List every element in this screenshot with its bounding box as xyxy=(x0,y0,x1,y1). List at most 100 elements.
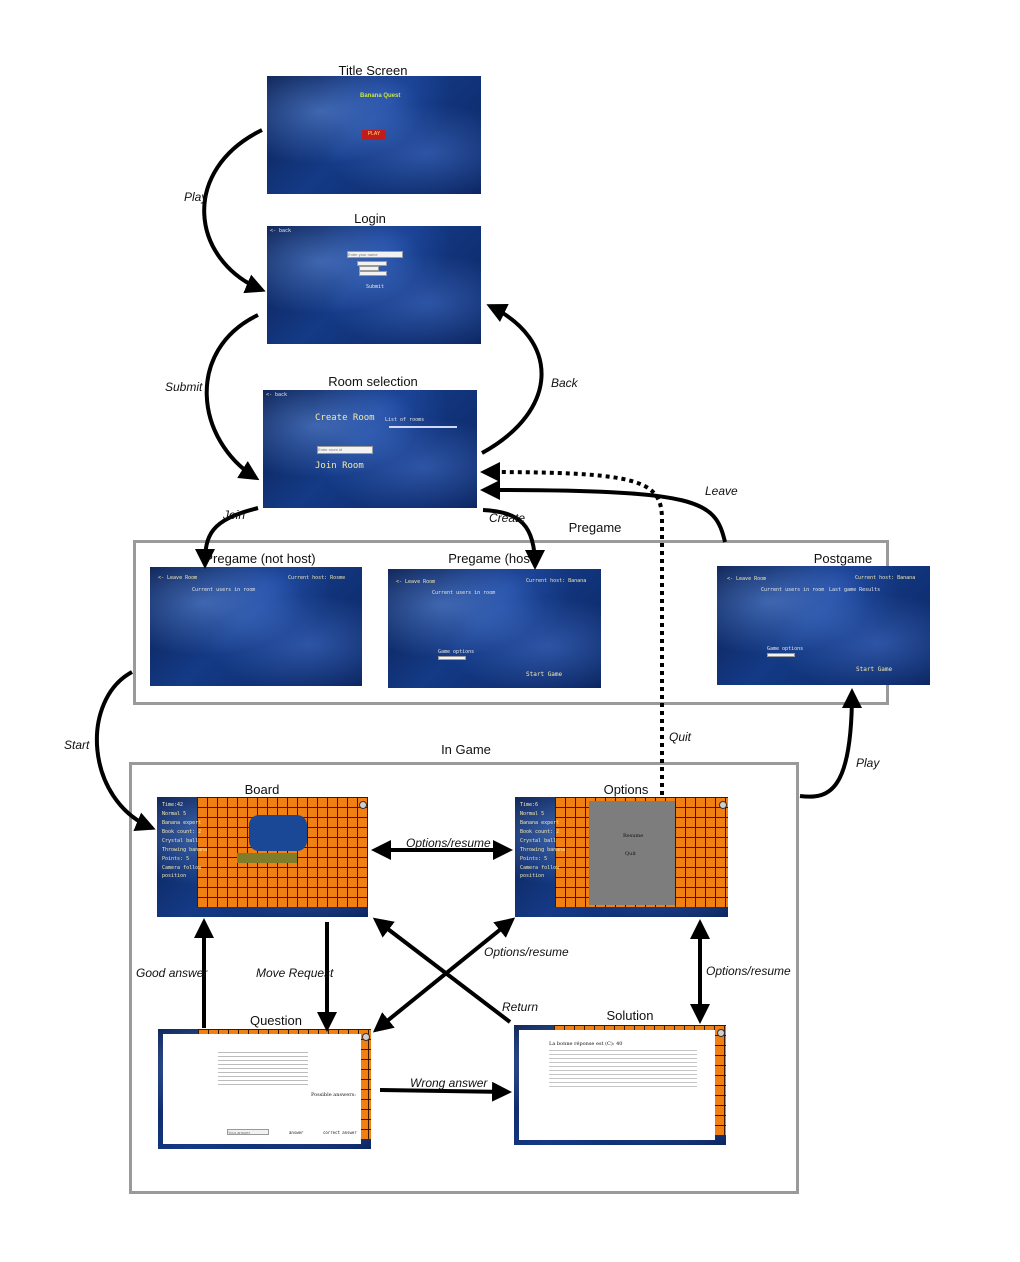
last-game-results-title: Last game Results xyxy=(829,587,881,593)
room-back-link[interactable]: <- back xyxy=(266,392,288,398)
leave-room-link[interactable]: <- Leave Room xyxy=(158,575,198,581)
edge-label-back: Back xyxy=(551,376,578,390)
board-screen: Time:42 Normal 5 Banana expert Book coun… xyxy=(157,797,368,917)
arrow-play-to-postgame xyxy=(799,688,862,799)
edge-label-leave: Leave xyxy=(705,484,738,498)
question-screen: Possible answers: Your answer answer cor… xyxy=(158,1029,371,1149)
book-count: Book count: 2 xyxy=(520,829,560,835)
solution-screen: La bonne réponse est (C): 40 xyxy=(514,1025,726,1145)
banana-expert-count: Banana expert xyxy=(162,820,202,826)
edge-label-create: Create xyxy=(489,511,526,525)
quit-button[interactable]: Quit xyxy=(625,851,636,857)
arrow-back xyxy=(481,304,544,455)
edge-label-join: Join xyxy=(223,508,246,522)
list-of-rooms-title: List of rooms xyxy=(385,417,425,423)
start-game-button[interactable]: Start Game xyxy=(526,671,563,678)
possible-answers-title: Possible answers: xyxy=(311,1092,356,1098)
camera-follow-toggle[interactable]: Camera follow xyxy=(520,865,560,871)
join-room-button[interactable]: Join Room xyxy=(315,461,364,471)
normal-count: Normal 5 xyxy=(520,811,545,817)
solution-headline: La bonne réponse est (C): 40 xyxy=(549,1041,623,1047)
in-game-group-label: In Game xyxy=(441,742,491,757)
answer-button[interactable]: answer xyxy=(289,1130,304,1135)
leave-room-link[interactable]: <- Leave Room xyxy=(727,576,767,582)
options-dialog: Resume Quit xyxy=(589,801,675,905)
title-screen: Banana Quest PLAY xyxy=(267,76,481,194)
edge-label-options-resume-cross: Options/resume xyxy=(484,945,569,959)
name-input[interactable]: Enter your name xyxy=(347,251,403,258)
create-room-button[interactable]: Create Room xyxy=(315,413,375,423)
login-field-3[interactable] xyxy=(359,266,379,271)
correct-answer-button[interactable]: correct answer xyxy=(323,1130,357,1135)
leave-room-link[interactable]: <- Leave Room xyxy=(396,579,436,585)
submit-button[interactable]: Submit xyxy=(366,284,385,290)
pregame-host-label: Pregame (host) xyxy=(448,551,538,566)
room-id-input[interactable]: Enter room id xyxy=(317,446,373,454)
time-readout: Time:6 xyxy=(520,802,539,808)
room-list-entry[interactable] xyxy=(389,426,457,428)
arrow-create xyxy=(482,508,545,570)
question-label: Question xyxy=(249,1013,303,1028)
arrow-submit xyxy=(204,313,260,481)
edge-label-play: Play xyxy=(184,190,208,204)
settings-gear-icon[interactable] xyxy=(717,1029,725,1037)
edge-label-quit: Quit xyxy=(669,730,692,744)
position-readout: position xyxy=(162,873,187,879)
edge-label-wrong-answer: Wrong answer xyxy=(410,1076,488,1090)
room-selection-screen: <- back Create Room List of rooms Enter … xyxy=(263,390,477,508)
game-options-slider[interactable] xyxy=(438,656,466,660)
edge-label-submit: Submit xyxy=(165,380,203,394)
board-path xyxy=(237,853,297,863)
edge-label-start: Start xyxy=(64,738,90,752)
settings-gear-icon[interactable] xyxy=(719,801,727,809)
game-options-slider[interactable] xyxy=(767,653,795,657)
position-readout: position xyxy=(520,873,545,879)
options-screen: Time:6 Normal 5 Banana expert Book count… xyxy=(515,797,728,917)
game-options-title: Game options xyxy=(767,646,804,652)
in-game-group xyxy=(129,762,799,1194)
camera-follow-toggle[interactable]: Camera follow xyxy=(162,865,202,871)
login-back-link[interactable]: <- back xyxy=(270,228,292,234)
arrow-wrong-answer xyxy=(379,1081,512,1102)
resume-button[interactable]: Resume xyxy=(623,833,644,839)
pregame-not-host-screen: <- Leave Room Current host: Rosme Curren… xyxy=(150,567,362,686)
current-users-title: Current users in room xyxy=(432,590,496,596)
settings-gear-icon[interactable] xyxy=(359,801,367,809)
your-answer-input[interactable]: Your answer xyxy=(227,1129,269,1135)
crystal-ball-count: Crystal ball xyxy=(162,838,199,844)
title-screen-label: Title Screen xyxy=(338,63,408,78)
room-selection-label: Room selection xyxy=(328,374,418,389)
solution-label: Solution xyxy=(606,1008,654,1023)
start-game-button[interactable]: Start Game xyxy=(856,666,893,673)
login-label: Login xyxy=(354,211,386,226)
edge-label-good-answer: Good answer xyxy=(136,966,208,980)
arrow-options-resume-cross xyxy=(372,917,516,1033)
login-field-4[interactable] xyxy=(359,271,387,276)
pregame-host-screen: <- Leave Room Current host: Banana Curre… xyxy=(388,569,601,688)
arrow-start xyxy=(94,670,156,832)
pregame-group-label: Pregame xyxy=(568,520,622,535)
arrow-join xyxy=(195,506,259,569)
throwing-banana-count: Throwing banana xyxy=(520,847,566,853)
login-field-2[interactable] xyxy=(357,261,387,266)
time-readout: Time:42 xyxy=(162,802,184,808)
question-text-block xyxy=(218,1052,308,1086)
current-users-title: Current users in room xyxy=(192,587,256,593)
solution-panel: La bonne réponse est (C): 40 xyxy=(519,1030,715,1140)
edge-label-options-resume-right: Options/resume xyxy=(706,964,791,978)
edge-label-return: Return xyxy=(502,1000,539,1014)
points-readout: Points: 5 xyxy=(162,856,190,862)
current-host-text: Current host: Banana xyxy=(526,578,587,584)
arrow-leave xyxy=(480,480,727,543)
edge-label-options-resume-top: Options/resume xyxy=(406,836,491,850)
board-label: Board xyxy=(244,782,280,797)
play-button[interactable]: PLAY xyxy=(362,130,386,140)
settings-gear-icon[interactable] xyxy=(362,1033,370,1041)
normal-count: Normal 5 xyxy=(162,811,187,817)
edge-label-play-postgame: Play xyxy=(856,756,880,770)
banana-expert-count: Banana expert xyxy=(520,820,560,826)
current-users-title: Current users in room xyxy=(761,587,825,593)
solution-text-block xyxy=(549,1050,697,1090)
login-screen: <- back Enter your name Submit xyxy=(267,226,481,344)
postgame-label: Postgame xyxy=(813,551,873,566)
